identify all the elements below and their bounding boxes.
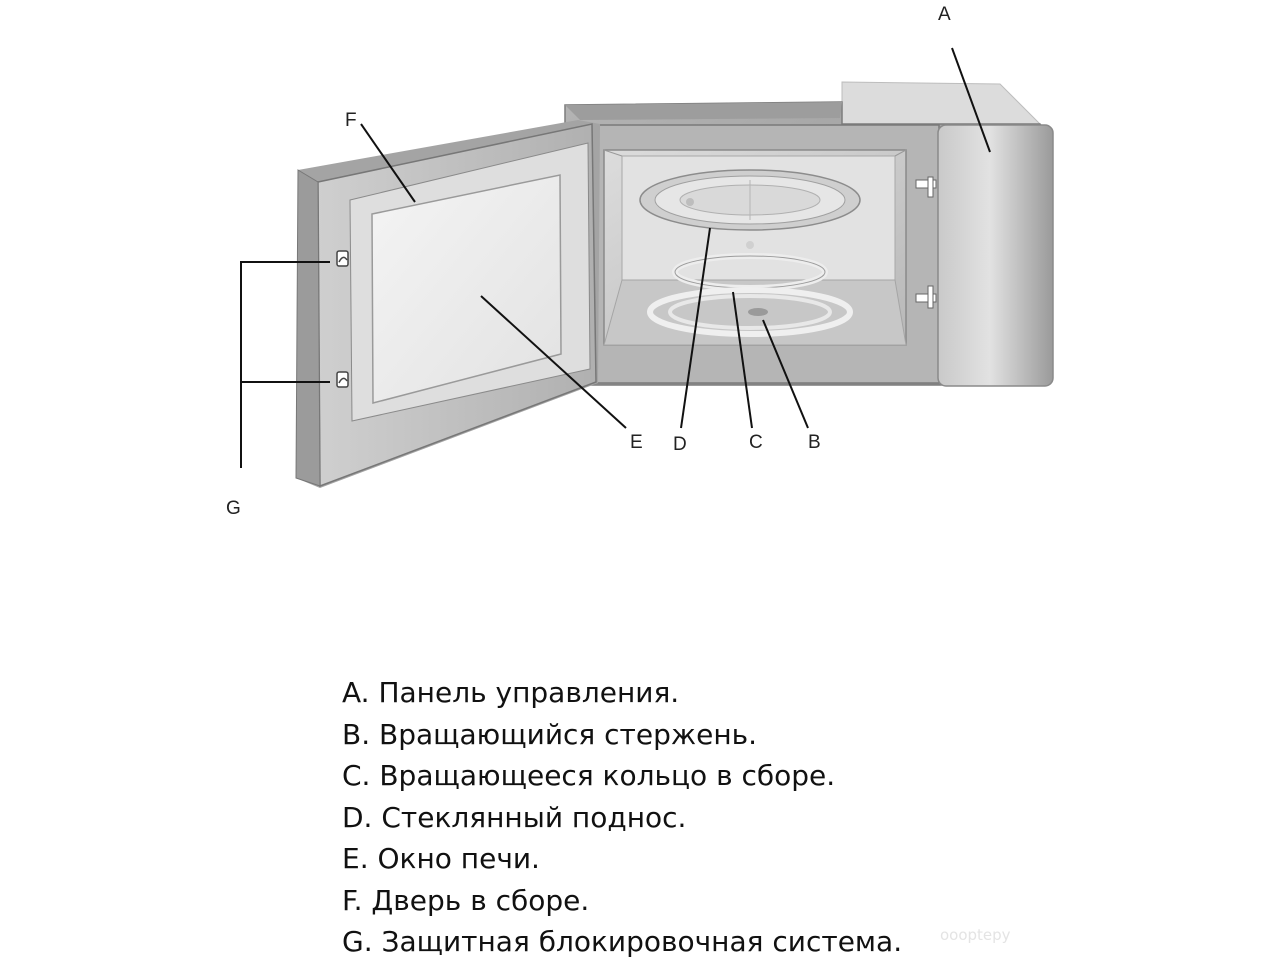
leader-line-e — [480, 295, 627, 429]
legend-item: C. Вращающееся кольцо в сборе. — [342, 759, 836, 792]
parts-legend: A. Панель управления. B. Вращающийся сте… — [342, 672, 902, 963]
legend-item: B. Вращающийся стержень. — [342, 717, 758, 751]
glass-tray — [639, 169, 861, 231]
callout-g: G — [226, 498, 241, 519]
leader-line-d — [680, 227, 711, 429]
oven-top-back — [841, 81, 1042, 125]
microwave-diagram: A F E D C B G — [226, 4, 1054, 519]
callout-a: A — [938, 4, 951, 25]
leader-line-g — [240, 261, 330, 468]
leader-line-f — [360, 123, 416, 203]
cavity-floor-rings — [647, 287, 853, 337]
callout-d: D — [673, 434, 687, 455]
callout-b: B — [808, 432, 821, 453]
legend-item: F. Дверь в сборе. — [342, 883, 590, 917]
callout-e: E — [630, 432, 643, 453]
control-panel — [937, 124, 1054, 387]
callout-f: F — [345, 110, 357, 131]
leader-line-a — [951, 47, 991, 153]
oven-window — [371, 174, 562, 404]
legend-item: A. Панель управления. — [342, 676, 680, 709]
hook-icon — [336, 250, 349, 267]
watermark: oooptepy — [940, 926, 1011, 944]
interlock-hooks — [336, 250, 349, 388]
leader-line-c — [732, 291, 753, 429]
leader-line-b — [762, 319, 809, 429]
callout-c: C — [749, 432, 763, 453]
hook-icon — [336, 371, 349, 388]
leader-lines — [240, 47, 991, 468]
latch-slots — [915, 176, 937, 309]
legend-item: E. Окно печи. — [342, 842, 540, 875]
legend-item: G. Защитная блокировочная система. — [342, 925, 903, 958]
callout-labels: A F E D C B G — [226, 4, 951, 519]
rotating-shaft — [748, 308, 768, 316]
legend-item: D. Стеклянный поднос. — [342, 800, 687, 834]
